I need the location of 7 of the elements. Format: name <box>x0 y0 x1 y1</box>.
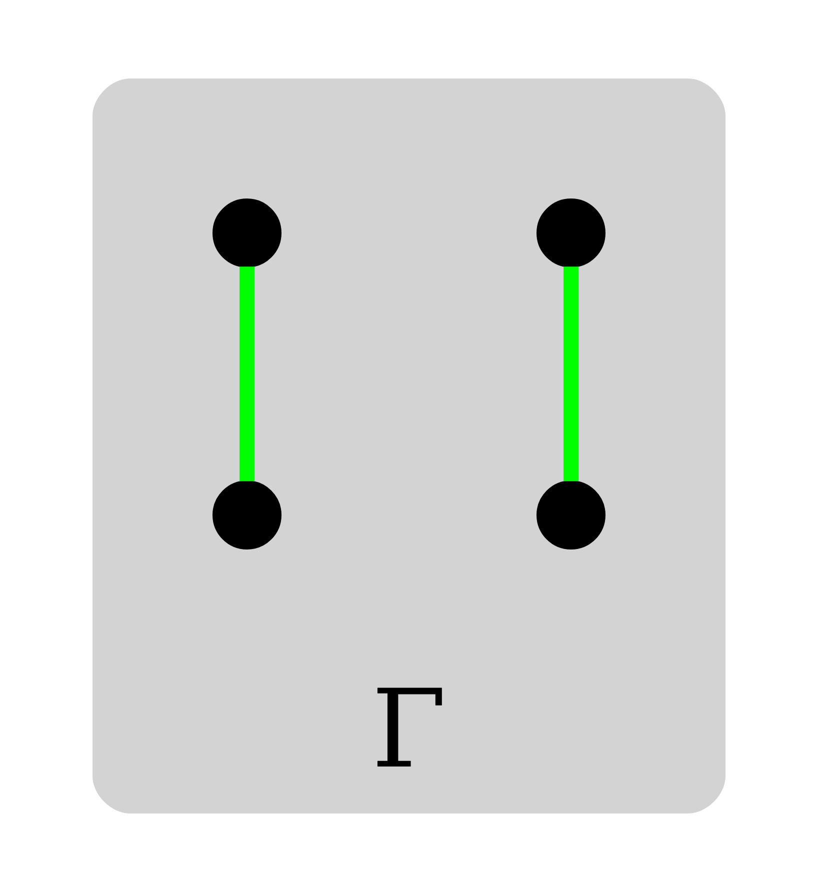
cluster: Γ <box>92 78 725 814</box>
node-circle <box>536 480 605 550</box>
connector <box>239 266 254 482</box>
node-circle <box>536 198 605 268</box>
connector <box>563 266 578 482</box>
node-circle <box>212 198 281 268</box>
node-circle <box>212 480 281 550</box>
